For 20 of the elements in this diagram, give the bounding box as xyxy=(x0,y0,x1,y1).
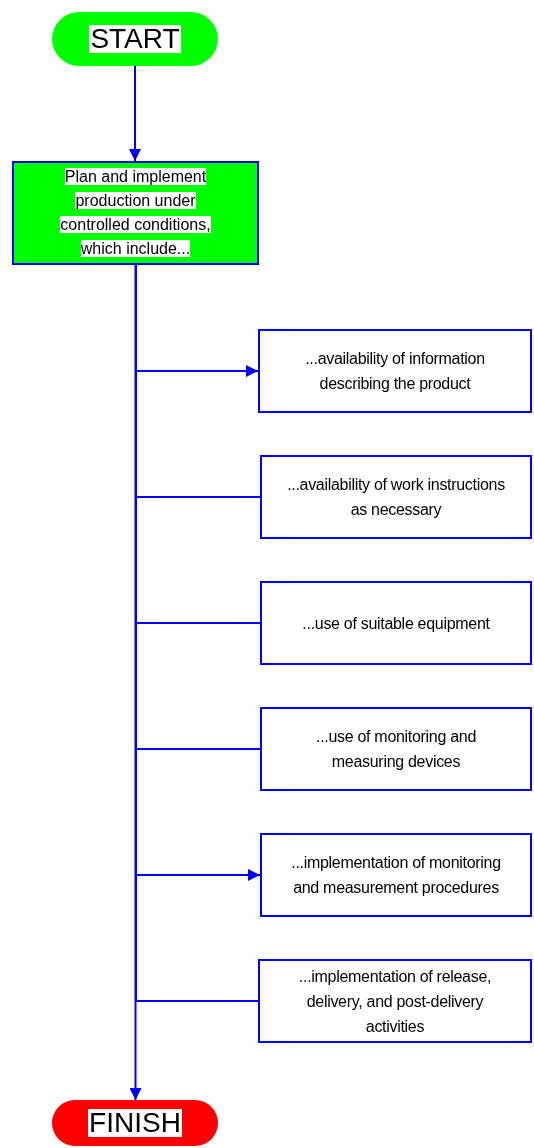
process-box xyxy=(12,161,259,265)
node-text: ...availability of information describing the product xyxy=(304,349,486,394)
process-box xyxy=(260,833,532,917)
node-text: ...implementation of monitoring and measurement procedures xyxy=(290,853,502,898)
finish-terminal xyxy=(52,1100,218,1146)
node-text: START xyxy=(89,25,181,53)
node-text: FINISH xyxy=(88,1109,182,1137)
connector-arrow xyxy=(129,65,141,162)
process-box xyxy=(260,581,532,665)
process-box xyxy=(258,329,532,413)
node-text: ...availability of work instructions as necessary xyxy=(286,475,506,520)
connector-arrow xyxy=(129,264,142,1101)
process-box xyxy=(260,455,532,539)
process-box xyxy=(260,707,532,791)
node-text: Plan and implement production under controlled conditions, which include... xyxy=(59,167,212,259)
node-text: ...use of suitable equipment xyxy=(302,613,490,634)
node-text: ...use of monitoring and measuring devices xyxy=(315,727,477,772)
process-box xyxy=(258,959,532,1043)
node-text: ...implementation of release, delivery, and post-delivery activities xyxy=(297,966,493,1037)
start-terminal xyxy=(52,12,218,66)
